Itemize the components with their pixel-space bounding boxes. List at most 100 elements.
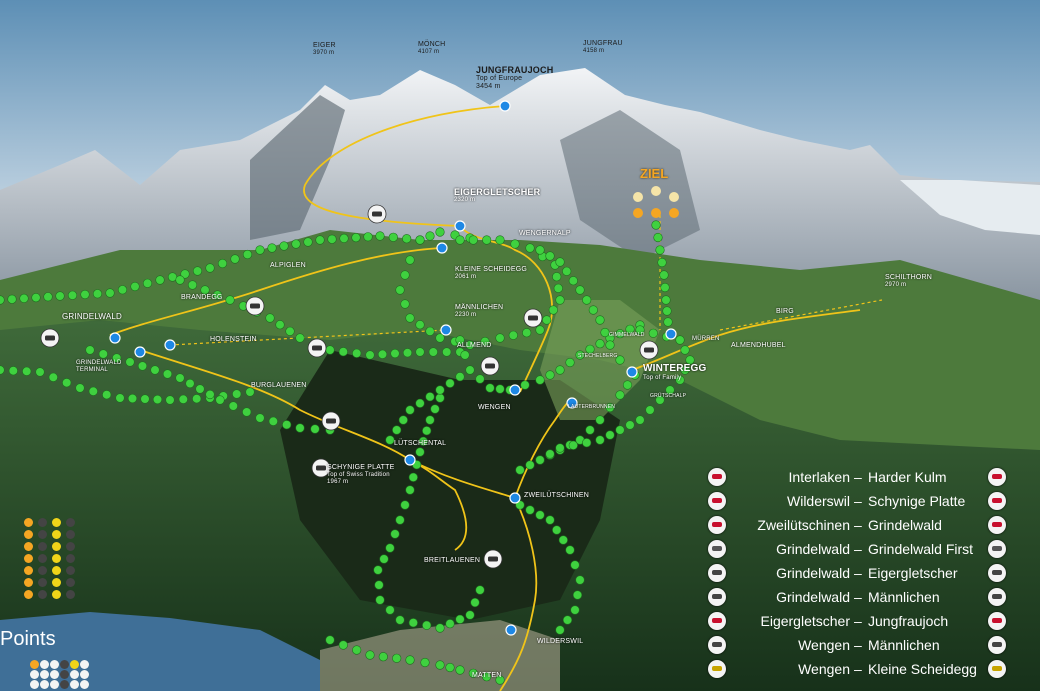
- trail-dot: [405, 485, 415, 495]
- trail-dot: [115, 393, 125, 403]
- point-dot: [38, 542, 47, 551]
- trail-dot: [615, 425, 625, 435]
- trail-dot: [98, 349, 108, 359]
- trail-dot: [162, 369, 173, 379]
- trail-dot: [195, 384, 205, 394]
- trail-dot: [545, 370, 555, 380]
- trail-dot: [310, 424, 320, 434]
- trail-dot: [555, 295, 565, 305]
- trail-dot: [365, 650, 375, 660]
- trail-dot: [75, 383, 85, 393]
- point-dot: [38, 518, 47, 527]
- trail-dot: [680, 345, 690, 355]
- legend-to: Männlichen: [868, 589, 940, 605]
- point-dot: [24, 518, 33, 527]
- trail-dot: [268, 416, 278, 426]
- trail-dot: [48, 372, 58, 382]
- train-icon: [708, 468, 726, 486]
- trail-dot: [582, 295, 592, 305]
- trail-dot: [112, 353, 122, 363]
- trail-dot: [655, 245, 665, 255]
- trail-dot: [352, 348, 362, 358]
- trail-dot: [548, 305, 558, 315]
- trail-dot: [379, 554, 389, 564]
- trail-dot: [175, 275, 185, 285]
- legend-dash: –: [854, 613, 862, 629]
- trail-dot: [625, 420, 635, 430]
- point-dot: [60, 670, 69, 679]
- point-dot: [38, 530, 47, 539]
- vehicle-glyph-icon: [312, 345, 322, 351]
- glacier-right: [900, 180, 1040, 235]
- trail-dot: [475, 585, 485, 595]
- ziel-marker: [633, 186, 679, 218]
- trail-dot: [55, 291, 65, 301]
- legend-dash: –: [854, 541, 862, 557]
- trail-dot: [327, 234, 337, 244]
- trail-dot: [365, 350, 375, 360]
- trail-dot: [657, 257, 667, 268]
- train-icon: [988, 468, 1006, 486]
- trail-dot: [192, 266, 203, 276]
- trail-dot: [648, 328, 658, 338]
- point-dot: [38, 566, 47, 575]
- trail-dot: [515, 465, 525, 475]
- trail-dot: [625, 324, 635, 334]
- trail-dot: [155, 275, 165, 285]
- trail-dot: [415, 347, 425, 357]
- ziel-dot: [633, 208, 643, 218]
- trail-dot: [562, 615, 573, 625]
- trail-dot: [180, 269, 190, 279]
- trail-dot: [542, 315, 552, 325]
- train-icon: [708, 564, 726, 582]
- trail-dot: [338, 347, 348, 357]
- trail-dot: [445, 619, 455, 629]
- station-wengernalp: WENGERNALP: [519, 230, 571, 237]
- trail-dot: [663, 317, 673, 327]
- trail-dot: [553, 283, 563, 293]
- trail-dot: [508, 330, 518, 340]
- train-icon: [988, 636, 1006, 654]
- trail-dot: [480, 336, 490, 347]
- legend-row: Eigergletscher–Jungfraujoch: [706, 610, 1040, 634]
- legend-from: Interlaken: [788, 469, 850, 485]
- point-dot: [30, 660, 39, 669]
- trail-dot: [35, 367, 45, 377]
- trail-dot: [535, 245, 545, 255]
- trail-dot: [465, 340, 475, 350]
- trail-dot: [605, 430, 615, 440]
- ziel-dot: [633, 192, 643, 202]
- point-dot: [50, 660, 59, 669]
- trail-dot: [468, 668, 478, 678]
- trail-dot: [510, 239, 520, 249]
- trail-dot: [31, 293, 41, 303]
- station-markers: [40, 100, 677, 636]
- trail-dot: [662, 306, 672, 316]
- point-dot: [80, 680, 89, 689]
- trail-dot: [455, 372, 465, 382]
- legend-dash: –: [854, 565, 862, 581]
- point-dot: [24, 542, 33, 551]
- vehicle-glyph-icon: [488, 556, 498, 562]
- trail-dot: [545, 449, 555, 459]
- station-wilderswil: WILDERSWIL: [537, 638, 584, 645]
- points-label: Points: [0, 628, 56, 650]
- trail-dot: [645, 405, 655, 415]
- station-dot: [436, 242, 448, 254]
- trail-dot: [392, 425, 402, 435]
- point-dot: [70, 670, 79, 679]
- trail-dot: [375, 595, 385, 605]
- legend-to: Männlichen: [868, 637, 940, 653]
- trail-dot: [651, 220, 661, 230]
- trail-dot: [395, 285, 405, 295]
- trail-dot: [303, 237, 313, 247]
- vehicle-glyph-icon: [644, 347, 654, 353]
- point-dot: [52, 518, 61, 527]
- ziel-label: ZIEL: [640, 166, 669, 181]
- trail-dot: [595, 415, 605, 425]
- rail-schynige: [409, 459, 468, 551]
- trail-dot: [242, 249, 253, 260]
- trail-dot: [445, 378, 455, 388]
